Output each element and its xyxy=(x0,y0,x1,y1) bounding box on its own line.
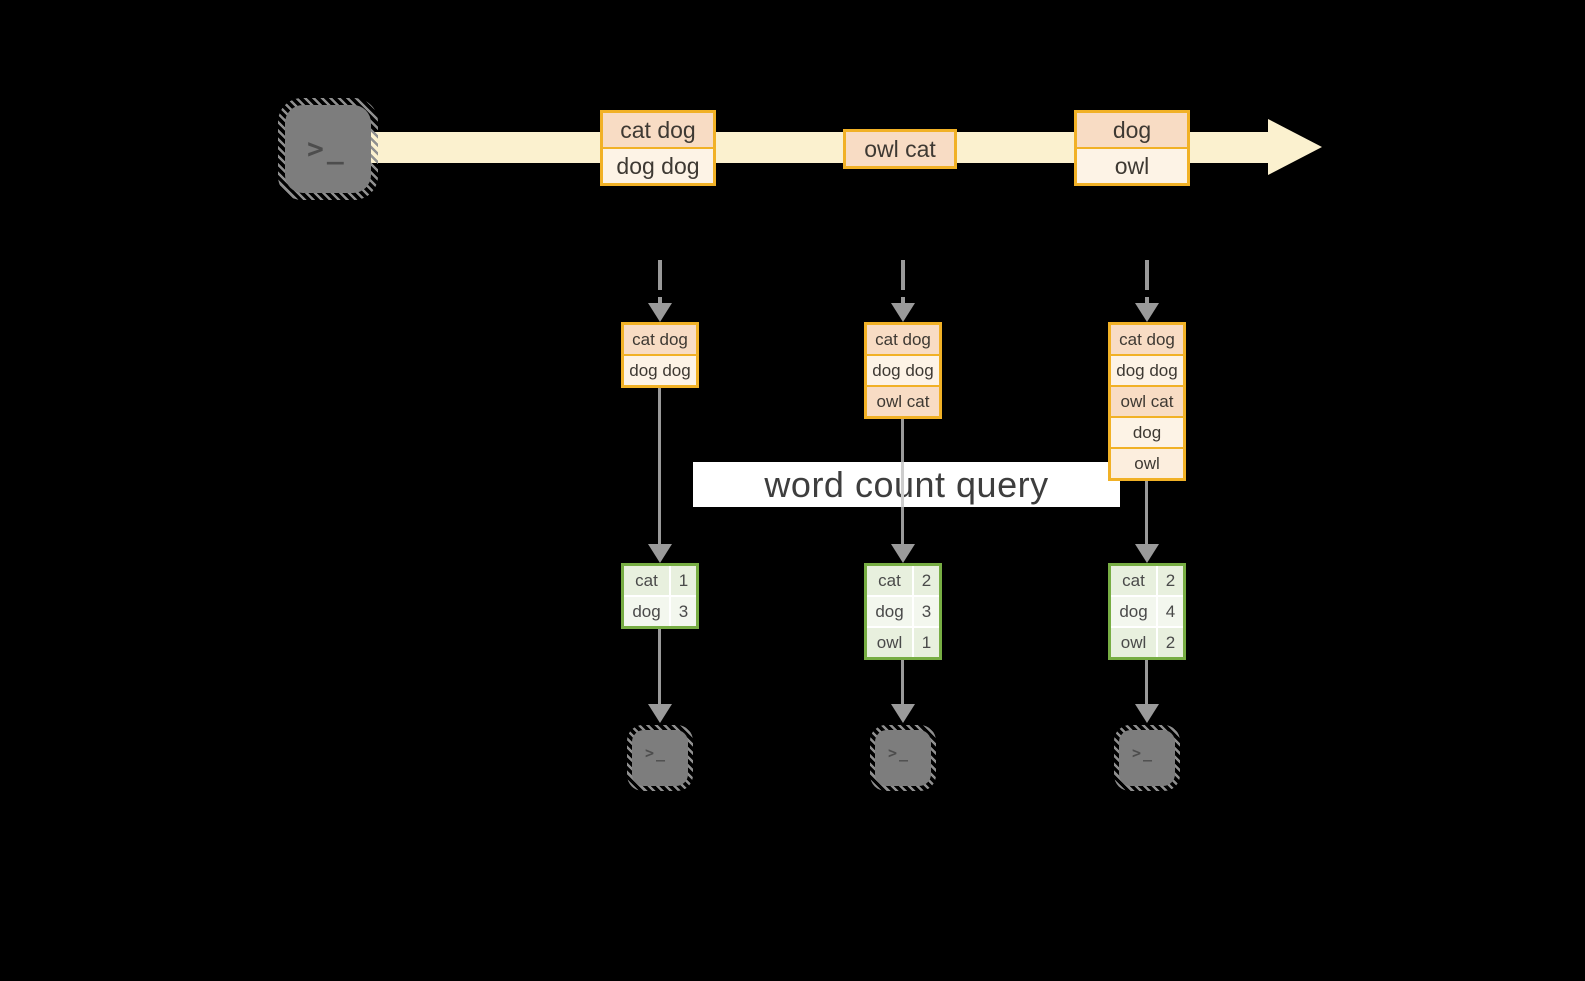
terminal-body: >_ xyxy=(875,730,931,786)
ingest-arrow-dash xyxy=(901,260,905,290)
count-word: dog xyxy=(624,597,669,626)
sink-terminal-icon: >_ xyxy=(870,725,936,791)
stream-batch: owl cat xyxy=(843,129,957,169)
count-value: 2 xyxy=(1156,628,1183,657)
query-label-box: word count query xyxy=(693,462,1120,507)
stream-record: owl cat xyxy=(846,132,954,166)
flow-line xyxy=(1145,660,1148,704)
buffered-record: cat dog xyxy=(1111,325,1183,354)
count-word: cat xyxy=(867,566,912,595)
sink-terminal-icon: >_ xyxy=(1114,725,1180,791)
stream-record: dog xyxy=(1077,113,1187,147)
ingest-arrow-head-icon xyxy=(891,303,915,322)
ingest-arrow-dash xyxy=(1145,260,1149,290)
query-label: word count query xyxy=(764,463,1049,505)
flow-arrow-head-icon xyxy=(891,704,915,723)
stream-record: cat dog xyxy=(603,113,713,147)
buffered-record: dog dog xyxy=(1111,354,1183,385)
flow-arrow-head-icon xyxy=(648,544,672,563)
terminal-prompt-glyph: >_ xyxy=(307,132,347,165)
buffered-record: owl cat xyxy=(867,385,939,416)
terminal-body: >_ xyxy=(632,730,688,786)
count-word: cat xyxy=(624,566,669,595)
buffered-record: dog dog xyxy=(624,354,696,385)
flow-line xyxy=(901,660,904,704)
ingest-arrow-dash xyxy=(1145,297,1149,306)
ingest-arrow-head-icon xyxy=(1135,303,1159,322)
ingest-arrow-dash xyxy=(901,297,905,306)
flow-arrow-head-icon xyxy=(891,544,915,563)
count-word: owl xyxy=(867,628,912,657)
count-value: 2 xyxy=(1156,566,1183,595)
count-word: cat xyxy=(1111,566,1156,595)
stream-arrowhead-icon xyxy=(1268,119,1322,175)
buffered-record: cat dog xyxy=(624,325,696,354)
flow-arrow-head-icon xyxy=(648,704,672,723)
source-terminal-icon: >_ xyxy=(278,98,378,200)
terminal-prompt-glyph: >_ xyxy=(1132,744,1155,762)
flow-line xyxy=(658,388,661,544)
flow-arrow-head-icon xyxy=(1135,544,1159,563)
count-value: 1 xyxy=(669,566,696,595)
terminal-prompt-glyph: >_ xyxy=(888,744,911,762)
flow-line-through-banner xyxy=(901,462,904,507)
ingest-arrow-dash xyxy=(658,260,662,290)
stream-record: owl xyxy=(1077,147,1187,183)
count-word: owl xyxy=(1111,628,1156,657)
sink-terminal-icon: >_ xyxy=(627,725,693,791)
buffered-record: cat dog xyxy=(867,325,939,354)
count-word: dog xyxy=(867,597,912,626)
ingest-arrow-head-icon xyxy=(648,303,672,322)
buffered-record: dog xyxy=(1111,416,1183,447)
count-value: 3 xyxy=(669,597,696,626)
terminal-prompt-glyph: >_ xyxy=(645,744,668,762)
count-value: 3 xyxy=(912,597,939,626)
flow-line xyxy=(658,629,661,704)
count-value: 2 xyxy=(912,566,939,595)
count-value: 1 xyxy=(912,628,939,657)
flow-line xyxy=(1145,481,1148,544)
stream-record: dog dog xyxy=(603,147,713,183)
count-word: dog xyxy=(1111,597,1156,626)
buffered-record: owl cat xyxy=(1111,385,1183,416)
terminal-body: >_ xyxy=(285,105,371,193)
buffered-record: dog dog xyxy=(867,354,939,385)
buffered-record: owl xyxy=(1111,447,1183,478)
flow-arrow-head-icon xyxy=(1135,704,1159,723)
ingest-arrow-dash xyxy=(658,297,662,306)
terminal-body: >_ xyxy=(1119,730,1175,786)
count-value: 4 xyxy=(1156,597,1183,626)
